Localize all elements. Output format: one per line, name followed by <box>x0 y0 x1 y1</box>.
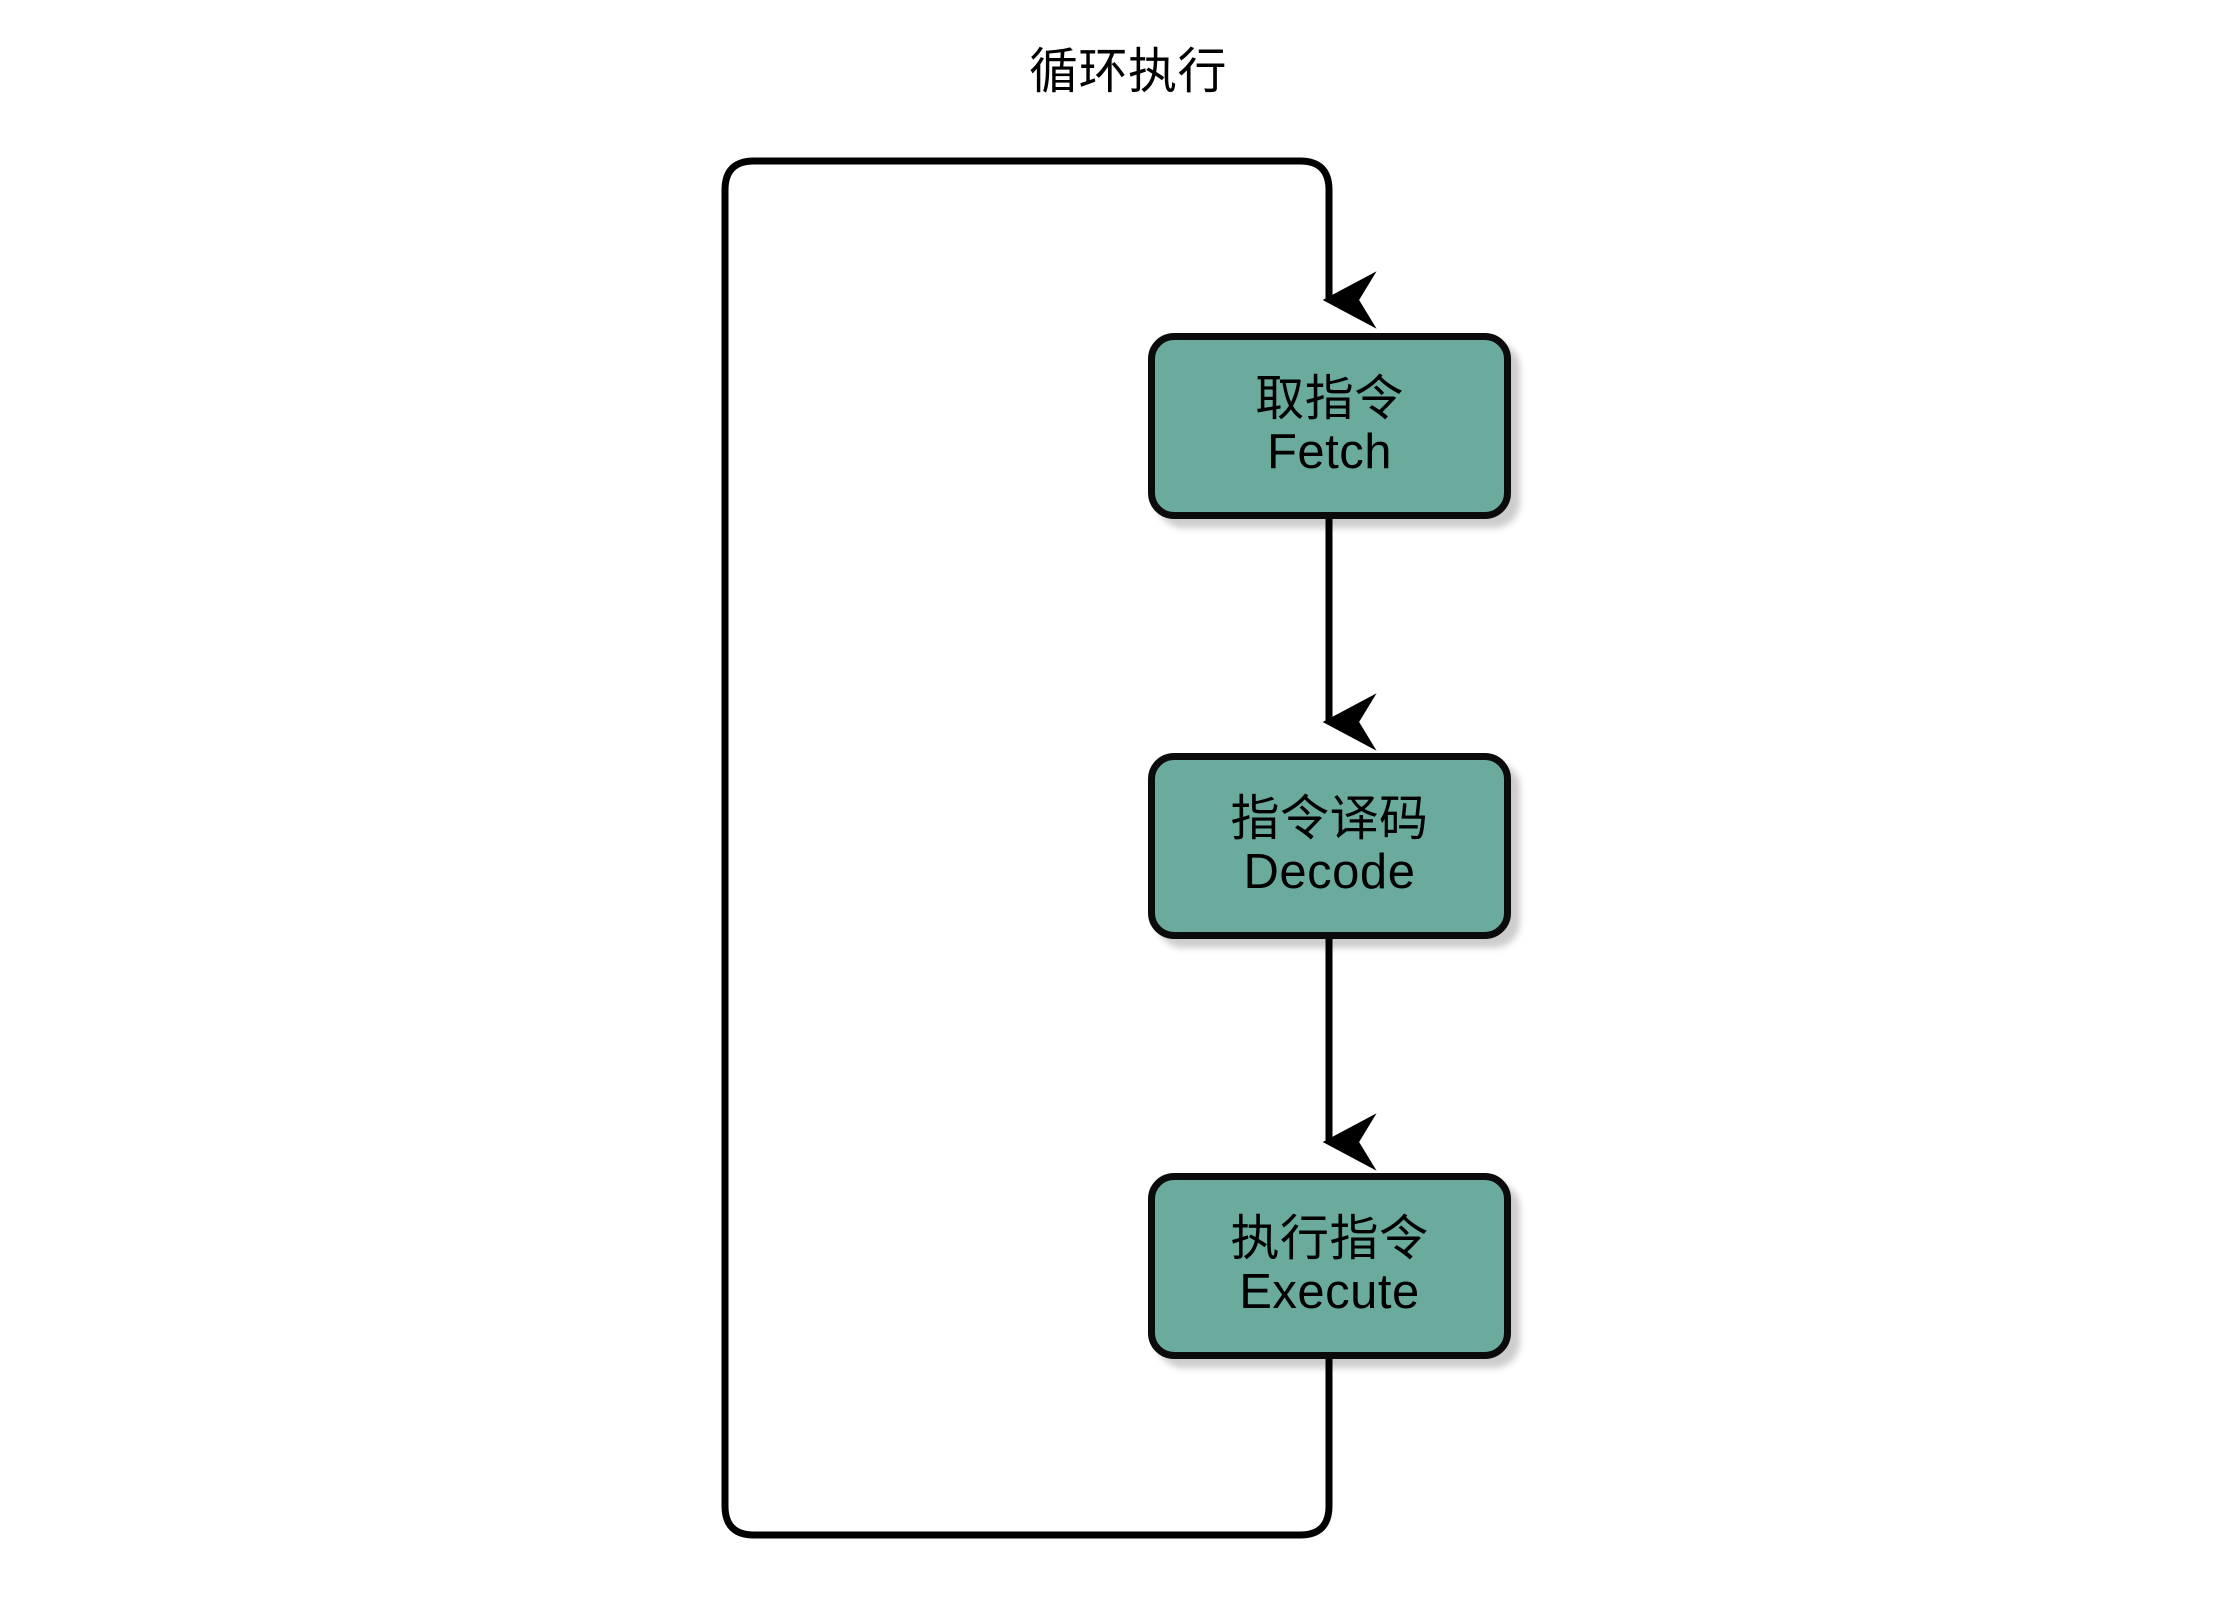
loop-label: 循环执行 <box>1028 45 1227 99</box>
node-decode[interactable]: 指令译码 Decode <box>1148 753 1511 939</box>
node-decode-label-cn: 指令译码 <box>1230 791 1429 846</box>
node-execute-label-cn: 执行指令 <box>1230 1211 1429 1266</box>
node-decode-label-en: Decode <box>1243 844 1416 899</box>
node-fetch-label-cn: 取指令 <box>1255 371 1404 426</box>
node-execute-label-en: Execute <box>1239 1264 1420 1319</box>
node-execute[interactable]: 执行指令 Execute <box>1148 1173 1511 1359</box>
node-fetch[interactable]: 取指令 Fetch <box>1148 333 1511 519</box>
edge-execute-to-fetch-loop <box>721 157 1377 1539</box>
node-fetch-label-en: Fetch <box>1266 424 1393 479</box>
